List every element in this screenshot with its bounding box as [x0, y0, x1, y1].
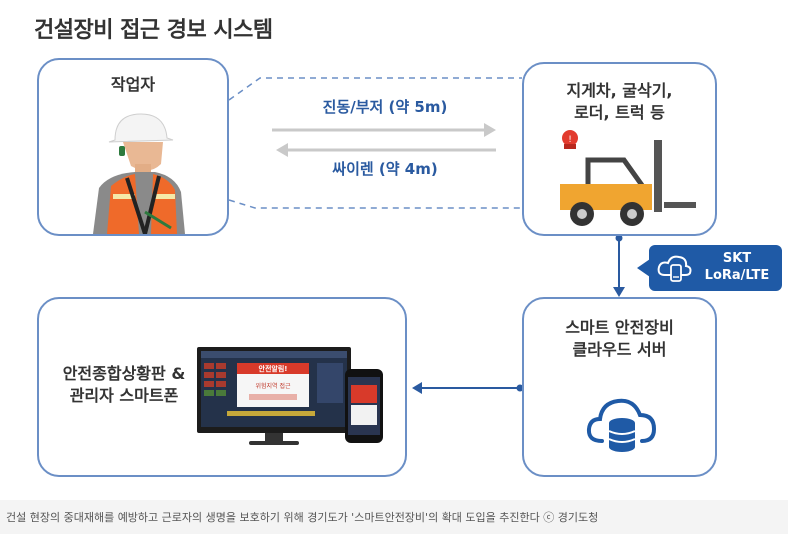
siren-arrowhead	[276, 143, 288, 157]
worker-node: 작업자	[37, 58, 229, 236]
image-caption: 건설 현장의 중대재해를 예방하고 근로자의 생명을 보호하기 위해 경기도가 …	[6, 511, 599, 524]
control-node: 안전종합상황판 & 관리자 스마트폰 안전알림! 위험지역 접근	[37, 297, 407, 477]
cloud-control-arrowhead	[412, 382, 422, 394]
forklift-icon: !	[560, 130, 696, 226]
dashed-link-bottom	[228, 199, 522, 209]
cloud-label-line2: 클라우드 서버	[572, 340, 667, 359]
vehicle-node: 지게차, 굴삭기, 로더, 트럭 등 !	[522, 62, 717, 236]
vehicle-label-line2: 로더, 트럭 등	[574, 103, 665, 122]
monitor-phone-illustration: 안전알림! 위험지역 접근	[197, 347, 383, 445]
caption-bar: 건설 현장의 중대재해를 예방하고 근로자의 생명을 보호하기 위해 경기도가 …	[0, 500, 788, 534]
vibration-label: 진동/부저 (약 5m)	[322, 98, 448, 116]
svg-text:!: !	[568, 135, 572, 145]
vehicle-label-line1: 지게차, 굴삭기,	[566, 81, 673, 100]
network-label-line1: SKT	[722, 251, 752, 266]
cloud-label-line1: 스마트 안전장비	[565, 318, 674, 337]
control-label-line1: 안전종합상황판 &	[62, 364, 186, 383]
alert-title: 안전알림!	[259, 364, 288, 373]
network-badge: SKT LoRa/LTE	[649, 245, 782, 291]
vehicle-cloud-arrowhead	[613, 287, 625, 297]
network-label: SKT LoRa/LTE	[697, 250, 777, 284]
cloud-server-node: 스마트 안전장비 클라우드 서버	[522, 297, 717, 477]
alert-body: 위험지역 접근	[255, 382, 291, 390]
control-label-line2: 관리자 스마트폰	[69, 386, 179, 405]
cloud-server-label: 스마트 안전장비 클라우드 서버	[524, 317, 715, 361]
network-badge-pointer	[637, 259, 650, 277]
cloud-database-icon	[586, 398, 657, 452]
vibration-arrowhead	[484, 123, 496, 137]
worker-label: 작업자	[110, 75, 156, 94]
worker-illustration	[93, 113, 185, 234]
control-label: 안전종합상황판 & 관리자 스마트폰	[49, 363, 199, 407]
network-label-line2: LoRa/LTE	[704, 268, 770, 283]
siren-label: 싸이렌 (약 4m)	[332, 160, 438, 178]
dashed-link-top	[228, 77, 522, 101]
page-title: 건설장비 접근 경보 시스템	[34, 18, 273, 43]
vehicle-label: 지게차, 굴삭기, 로더, 트럭 등	[524, 80, 715, 124]
cloud-phone-icon	[657, 255, 692, 282]
